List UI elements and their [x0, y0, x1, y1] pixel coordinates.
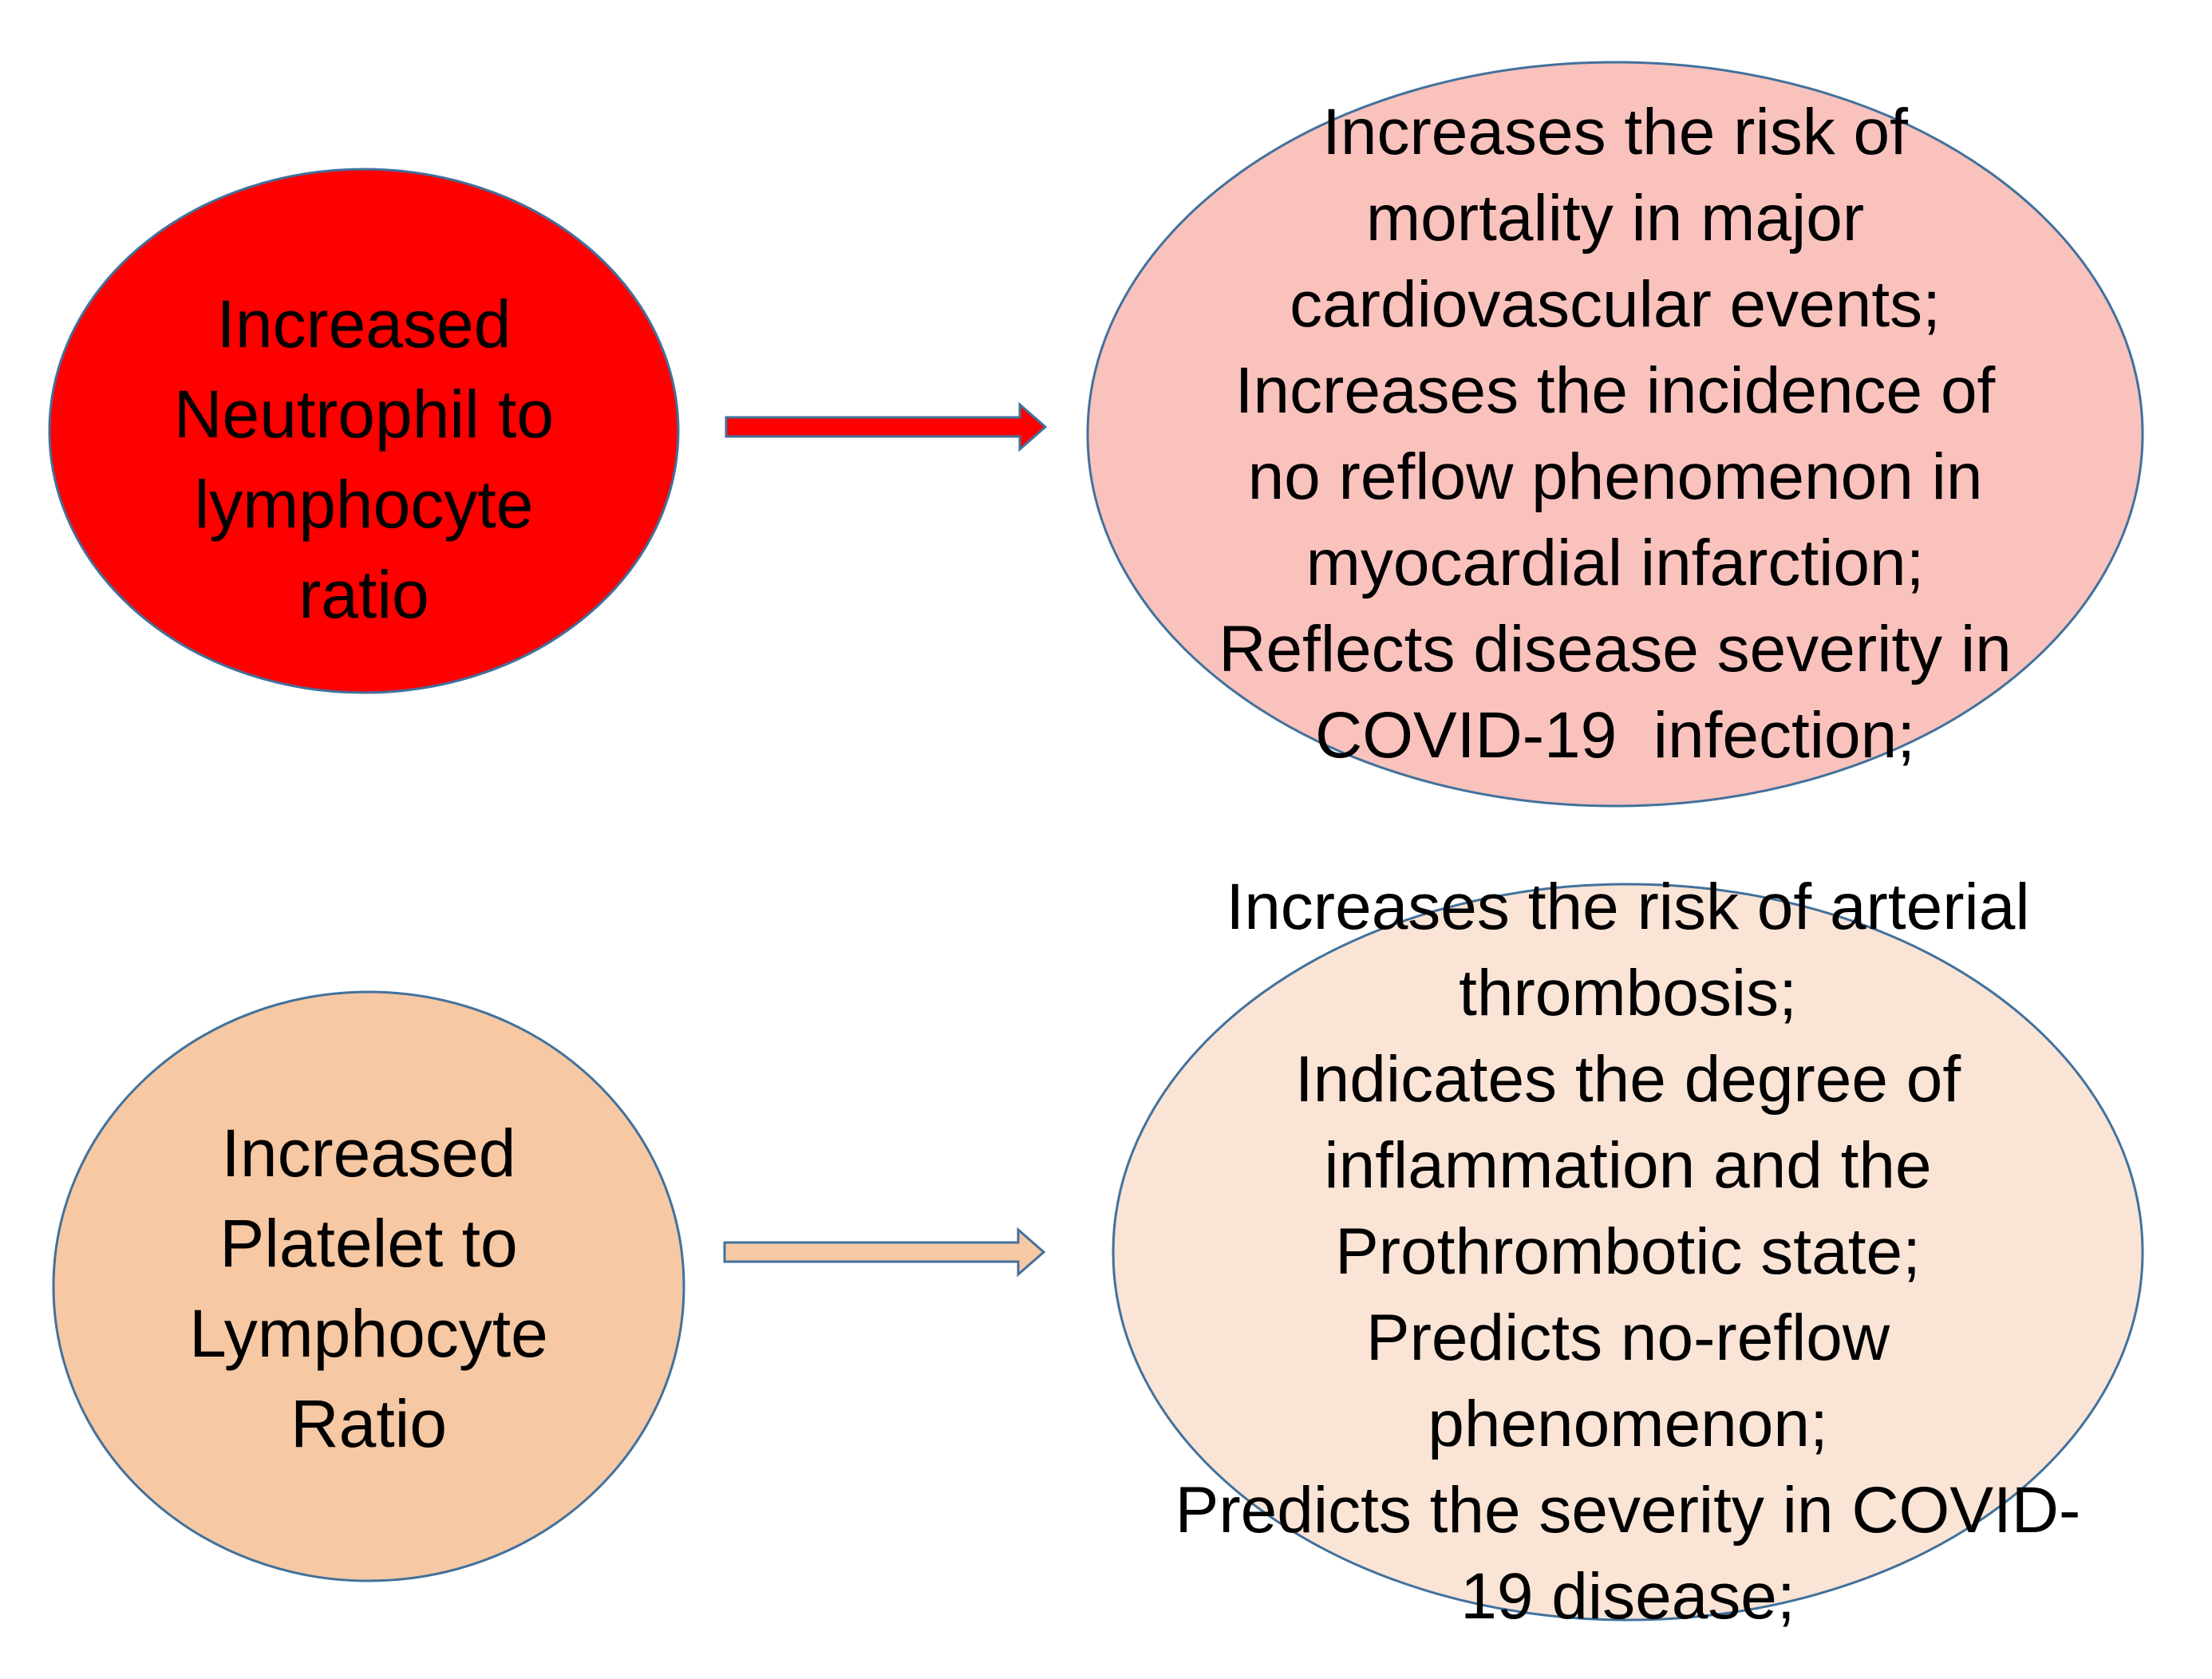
text-line: COVID-19 infection; — [1315, 699, 1915, 772]
plr-effects-ellipse — [1112, 883, 2144, 1622]
plr-cause-text: Increased Platelet to Lymphocyte Ratio — [53, 1108, 684, 1469]
plr-arrow-icon — [723, 1227, 1046, 1278]
text-line: myocardial infarction; — [1305, 527, 1925, 599]
text-line: Increases the risk of — [1322, 96, 1908, 168]
text-line: Platelet to — [219, 1206, 518, 1281]
text-line: Indicates the degree of — [1294, 1043, 1961, 1116]
text-line: cardiovascular events; — [1290, 268, 1941, 341]
text-line: thrombosis; — [1459, 957, 1797, 1029]
text-line: Lymphocyte — [189, 1296, 548, 1371]
text-line: Ratio — [290, 1386, 448, 1461]
text-line: Predicts the severity in COVID- — [1175, 1474, 2081, 1547]
text-line: Increased — [216, 286, 512, 361]
plr-effects-text: Increases the risk of arterial thrombosi… — [1109, 864, 2147, 1640]
nlr-effects-ellipse — [1086, 61, 2144, 808]
plr-cause-ellipse — [52, 990, 685, 1582]
text-line: 19 disease; — [1460, 1560, 1795, 1633]
text-line: no reflow phenomenon in — [1247, 440, 1983, 513]
text-line: Increases the incidence of — [1234, 354, 1996, 427]
text-line: Neutrophil to — [173, 377, 555, 452]
text-line: Reflects disease severity in — [1219, 613, 2012, 685]
text-line: mortality in major — [1365, 182, 1865, 255]
nlr-cause-ellipse — [48, 168, 680, 694]
text-line: lymphocyte — [194, 467, 534, 542]
text-line: inflammation and the — [1324, 1129, 1932, 1202]
text-line: Increases the risk of arterial — [1226, 871, 2030, 943]
nlr-cause-text: Increased Neutrophil to lymphocyte ratio — [49, 279, 678, 640]
text-line: Increased — [221, 1116, 516, 1191]
text-line: Predicts no-reflow — [1365, 1302, 1890, 1374]
text-line: phenomenon; — [1428, 1388, 1828, 1460]
nlr-effects-text: Increases the risk of mortality in major… — [1084, 89, 2146, 779]
nlr-arrow-icon — [725, 401, 1048, 452]
text-line: ratio — [298, 557, 429, 632]
text-line: Prothrombotic state; — [1335, 1215, 1921, 1288]
